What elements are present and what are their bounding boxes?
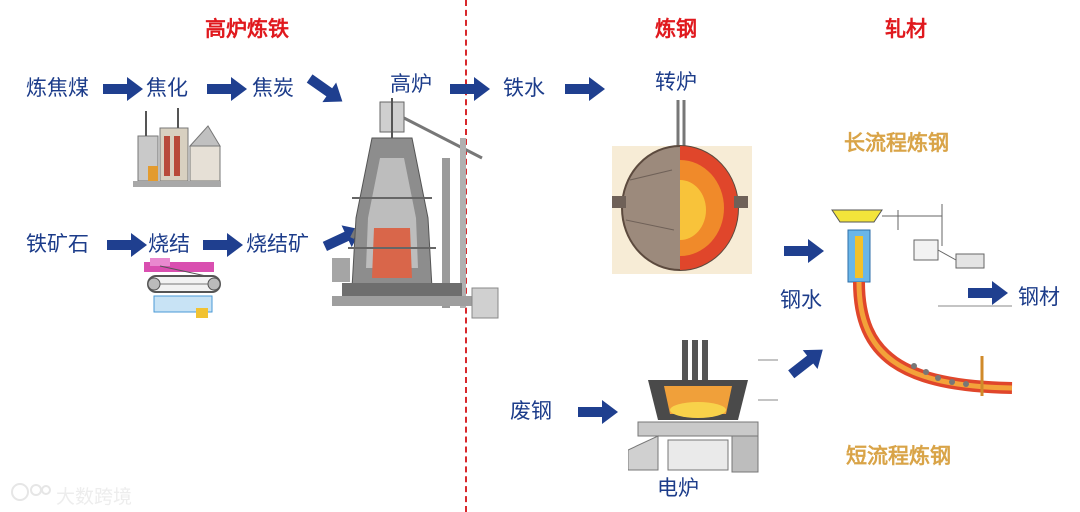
node-electric-furnace: 电炉 [657, 476, 699, 500]
blast-furnace-illustration [332, 98, 499, 319]
arrow-diagonal-up-icon [788, 349, 823, 379]
node-iron-ore: 铁矿石 [26, 232, 89, 256]
node-converter: 转炉 [655, 70, 697, 94]
arrow-right-icon [578, 400, 618, 424]
arrow-right-icon [565, 77, 605, 101]
node-sintering: 烧结 [148, 232, 190, 256]
route-short-process: 短流程炼钢 [846, 444, 951, 468]
sintering-machine-illustration [144, 258, 221, 318]
node-sinter-ore: 烧结矿 [246, 232, 309, 256]
arrow-right-icon [203, 233, 243, 257]
header-rolling: 轧材 [885, 17, 927, 41]
arrow-right-icon [450, 77, 490, 101]
node-coking: 焦化 [146, 76, 188, 100]
converter-illustration [612, 100, 752, 274]
node-coke: 焦炭 [252, 76, 294, 100]
watermark-text: 大数跨境 [56, 486, 133, 508]
node-molten-steel: 钢水 [780, 288, 822, 312]
node-coking-coal: 炼焦煤 [26, 76, 89, 100]
header-steelmaking: 炼钢 [655, 17, 697, 41]
arrow-right-icon [968, 281, 1008, 305]
node-steel-products: 钢材 [1018, 285, 1060, 309]
electric-furnace-illustration [628, 340, 778, 473]
arrow-right-icon [784, 239, 824, 263]
coking-plant-illustration [133, 108, 221, 187]
route-long-process: 长流程炼钢 [844, 131, 949, 155]
continuous-casting-illustration [831, 204, 1013, 396]
node-scrap-steel: 废钢 [510, 399, 552, 423]
arrow-diagonal-up-icon [322, 225, 362, 251]
node-molten-iron: 铁水 [503, 76, 545, 100]
header-blast-furnace-ironmaking: 高炉炼铁 [205, 17, 289, 41]
arrow-diagonal-down-icon [306, 74, 343, 103]
watermark-logo-icon [11, 483, 51, 501]
node-blast-furnace: 高炉 [390, 72, 432, 96]
arrow-right-icon [207, 77, 247, 101]
arrow-right-icon [107, 233, 147, 257]
arrow-right-icon [103, 77, 143, 101]
